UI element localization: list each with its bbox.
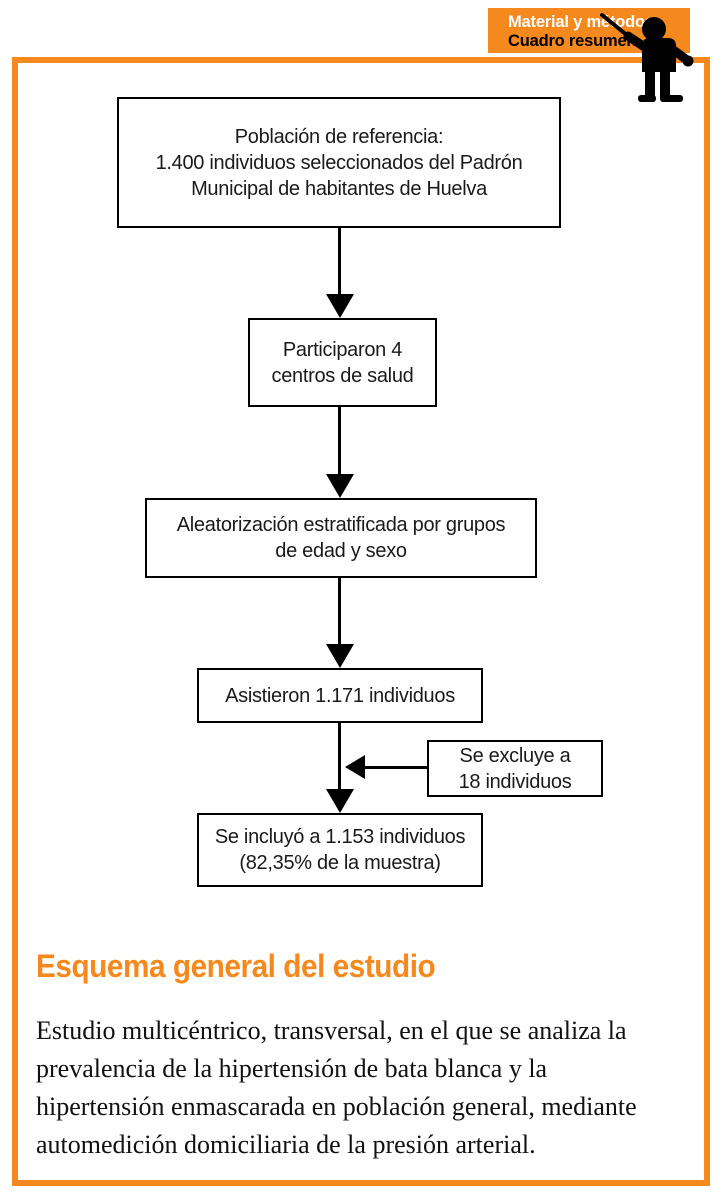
arrow-down-icon-1 [326,294,354,318]
flow-connector-line-exclusion [365,766,427,769]
flow-connector-line-2 [338,407,341,476]
flow-box-centros: Participaron 4 centros de salud [248,318,437,407]
flow-connector-line-3 [338,578,341,646]
flow-box-asistieron: Asistieron 1.171 individuos [197,668,483,723]
flow-box-aleatorizacion: Aleatorización estratificada por grupos … [145,498,537,578]
flow-box-excluye: Se excluye a 18 individuos [427,740,603,797]
flow-connector-line-4 [338,723,341,791]
flow-connector-line-1 [338,228,341,296]
arrow-down-icon-2 [326,474,354,498]
flow-box-incluyo: Se incluyó a 1.153 individuos (82,35% de… [197,813,483,887]
section-title: Esquema general del estudio [36,948,436,984]
section-body: Estudio multicéntrico, transversal, en e… [36,1016,637,1159]
arrow-left-icon-exclusion [345,755,365,779]
flow-box-text: Asistieron 1.171 individuos [225,684,455,707]
badge-subtitle: Cuadro resumen [508,32,637,50]
flow-box-text: Participaron 4 centros de salud [271,338,414,387]
teacher-pointer-icon [600,13,694,102]
flow-box-text: Aleatorización estratificada por grupos … [176,514,506,562]
flow-box-poblacion: Población de referencia: 1.400 individuo… [117,97,561,228]
flow-box-text: Se excluye a 18 individuos [458,744,572,793]
flow-box-text: Se incluyó a 1.153 individuos (82,35% de… [214,826,466,874]
arrow-down-icon-4 [326,789,354,813]
content-frame-border [12,57,710,1186]
flow-box-text: Población de referencia: 1.400 individuo… [155,125,523,200]
arrow-down-icon-3 [326,644,354,668]
